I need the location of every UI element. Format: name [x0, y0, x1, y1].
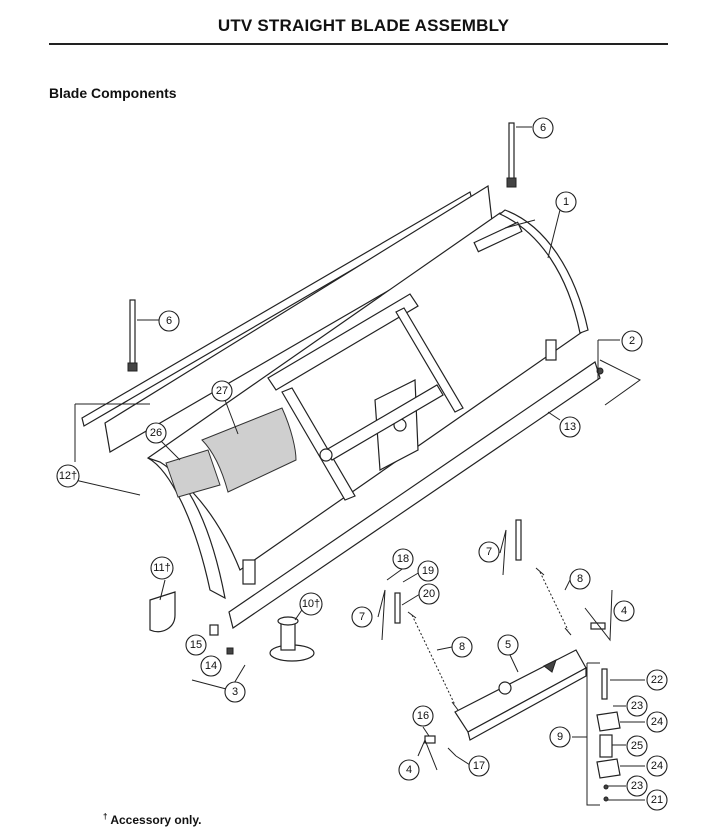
callout-13: 13 — [559, 416, 581, 438]
part-8-spring-right — [535, 567, 572, 636]
callout-24-bottom: 24 — [646, 755, 668, 777]
svg-text:2: 2 — [629, 335, 635, 347]
callout-27: 27 — [211, 380, 233, 402]
svg-text:18: 18 — [397, 553, 409, 565]
part-24-plate-bottom — [596, 758, 621, 779]
svg-text:8: 8 — [577, 573, 583, 585]
callout-10: 10† — [299, 592, 323, 616]
callout-4-left: 4 — [398, 759, 420, 781]
part-14-nut — [226, 647, 234, 655]
callout-11: 11† — [150, 556, 174, 580]
svg-text:24: 24 — [651, 716, 663, 728]
part-5-mount-bracket — [454, 649, 587, 741]
svg-text:23: 23 — [631, 780, 643, 792]
svg-text:7: 7 — [359, 611, 365, 623]
section-heading: Blade Components — [49, 85, 177, 101]
footnote-mark: † — [103, 812, 108, 821]
callout-16: 16 — [412, 705, 434, 727]
title-rule — [49, 43, 668, 45]
svg-text:6: 6 — [540, 122, 546, 134]
part-17-clip — [447, 747, 457, 757]
callout-18: 18 — [392, 548, 414, 570]
callout-24-top: 24 — [646, 711, 668, 733]
part-4-bolt — [590, 622, 606, 630]
callout-3: 3 — [224, 681, 246, 703]
svg-text:8: 8 — [459, 641, 465, 653]
svg-text:3: 3 — [232, 686, 238, 698]
svg-text:10†: 10† — [302, 598, 320, 610]
callout-22: 22 — [646, 669, 668, 691]
leader-lines — [74, 126, 645, 806]
part-6-pin-left — [127, 299, 138, 372]
callout-5: 5 — [497, 634, 519, 656]
part-8-spring-left — [407, 611, 459, 711]
part-15-bolt — [209, 624, 219, 636]
svg-text:5: 5 — [505, 639, 511, 651]
svg-text:14: 14 — [205, 660, 217, 672]
callout-9: 9 — [549, 726, 571, 748]
svg-text:17: 17 — [473, 760, 485, 772]
svg-text:13: 13 — [564, 421, 576, 433]
svg-text:9: 9 — [557, 731, 563, 743]
callout-1: 1 — [555, 191, 577, 213]
callout-7-left: 7 — [351, 606, 373, 628]
footnote-text: Accessory only. — [107, 813, 202, 827]
svg-text:6: 6 — [166, 315, 172, 327]
part-23-washer — [603, 784, 609, 790]
svg-text:24: 24 — [651, 760, 663, 772]
callout-23-top: 23 — [626, 695, 648, 717]
part-6-pin-top — [506, 122, 517, 188]
part-27-decal — [201, 407, 297, 493]
part-16-pin — [424, 735, 436, 744]
svg-text:4: 4 — [406, 764, 412, 776]
callout-12: 12† — [56, 464, 80, 488]
callout-14: 14 — [200, 655, 222, 677]
svg-text:19: 19 — [422, 565, 434, 577]
svg-text:7: 7 — [486, 546, 492, 558]
svg-text:20: 20 — [423, 588, 435, 600]
svg-text:22: 22 — [651, 674, 663, 686]
part-10-caster — [269, 616, 315, 662]
svg-text:12†: 12† — [59, 470, 77, 482]
part-7-link-rod-left — [394, 592, 401, 624]
part-24-plate-top — [596, 711, 621, 732]
callout-19: 19 — [417, 560, 439, 582]
callout-4-right: 4 — [613, 600, 635, 622]
svg-text:26: 26 — [150, 427, 162, 439]
callout-21: 21 — [646, 789, 668, 811]
part-25-bushing — [599, 734, 613, 758]
callout-17: 17 — [468, 755, 490, 777]
page-title: UTV STRAIGHT BLADE ASSEMBLY — [217, 16, 510, 35]
svg-text:21: 21 — [651, 794, 663, 806]
svg-text:27: 27 — [216, 385, 228, 397]
part-21-nut — [603, 796, 609, 802]
svg-text:1: 1 — [563, 196, 569, 208]
part-22-pin — [601, 668, 608, 700]
callout-25: 25 — [626, 735, 648, 757]
part-26-decal — [165, 449, 221, 498]
callout-23-bottom: 23 — [626, 775, 648, 797]
svg-text:11†: 11† — [153, 562, 171, 574]
callout-20: 20 — [418, 583, 440, 605]
footnote: † Accessory only. — [103, 812, 202, 827]
part-7-link-rod-right — [515, 519, 522, 561]
svg-text:23: 23 — [631, 700, 643, 712]
callout-26: 26 — [145, 422, 167, 444]
svg-text:4: 4 — [621, 605, 627, 617]
svg-text:25: 25 — [631, 740, 643, 752]
callout-2: 2 — [621, 330, 643, 352]
svg-text:15: 15 — [190, 639, 202, 651]
callout-7-right: 7 — [478, 541, 500, 563]
callout-8-right: 8 — [569, 568, 591, 590]
callout-6-left: 6 — [158, 310, 180, 332]
part-11-skid-shoe — [149, 591, 176, 633]
callout-6-top: 6 — [532, 117, 554, 139]
part-1-moldboard — [146, 209, 589, 600]
callout-15: 15 — [185, 634, 207, 656]
svg-text:16: 16 — [417, 710, 429, 722]
part-13-cutting-edge — [228, 361, 604, 629]
callout-8-left: 8 — [451, 636, 473, 658]
